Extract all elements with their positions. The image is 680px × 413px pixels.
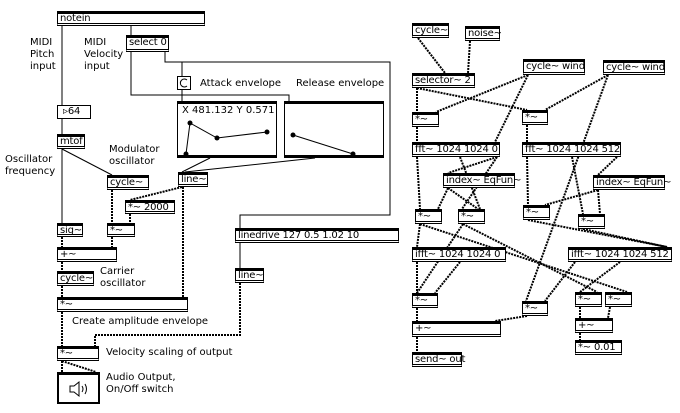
multiply-object[interactable]: *~ (523, 205, 550, 220)
bang-button[interactable] (177, 76, 191, 90)
velocity-line-object[interactable]: line~ (235, 268, 264, 283)
audio-output-switch[interactable] (57, 372, 100, 404)
selector-object[interactable]: selector~ 2 (412, 73, 475, 88)
ifft-object[interactable]: ifft~ 1024 1024 512 (568, 247, 672, 262)
multiply-object[interactable]: *~ (578, 214, 605, 229)
modulator-multiply-object[interactable]: *~ (107, 223, 135, 237)
multiply-object[interactable]: *~ (412, 112, 439, 127)
scale-multiply-object[interactable]: *~ 0.01 (575, 340, 622, 355)
linedrive-object[interactable]: linedrive 127 0.5 1.02 10 (235, 228, 399, 243)
release-envelope-curve (290, 132, 356, 155)
number-value: 64 (67, 106, 81, 117)
mtof-object[interactable]: mtof (57, 134, 85, 149)
index-eqfun-object[interactable]: index~ EqFun~ (443, 173, 521, 188)
ifft-object[interactable]: ifft~ 1024 1024 0 (412, 247, 506, 262)
amplitude-multiply-object[interactable]: *~ (57, 297, 188, 312)
number-triangle-icon: ▹ (63, 106, 68, 117)
multiply-object[interactable]: *~ (605, 292, 632, 307)
multiply-object[interactable]: *~ (522, 110, 548, 125)
fft-object[interactable]: fft~ 1024 1024 0 (412, 142, 500, 157)
add-object[interactable]: +~ (412, 321, 501, 337)
add-object[interactable]: +~ (575, 318, 613, 333)
amplitude-envelope-comment: Create amplitude envelope (72, 316, 209, 327)
velocity-multiply-object[interactable]: *~ (57, 346, 99, 361)
attack-envelope-function[interactable]: X 481.132 Y 0.571 (177, 101, 277, 158)
noise-object[interactable]: noise~ (465, 26, 502, 41)
select-object[interactable]: select 0 (126, 35, 169, 52)
envelope-line-object[interactable]: line~ (178, 172, 208, 187)
multiply-object[interactable]: *~ (575, 292, 602, 307)
fft-object[interactable]: fft~ 1024 1024 512 (522, 142, 621, 157)
release-envelope-function[interactable] (284, 101, 384, 158)
carrier-cycle-object[interactable]: cycle~ (57, 271, 94, 286)
bang-icon (179, 78, 188, 88)
speaker-icon (69, 380, 87, 397)
multiply-object[interactable]: *~ (415, 209, 442, 224)
signal-cords (61, 37, 668, 373)
pitch-number-box[interactable]: ▹64 (57, 105, 91, 119)
cycle-wind-object[interactable]: cycle~ wind (523, 59, 585, 75)
add-object[interactable]: +~ (57, 247, 117, 262)
function-readout: X 481.132 Y 0.571 (182, 105, 275, 116)
notein-object[interactable]: notein (57, 11, 205, 26)
attack-envelope-comment: Attack envelope (200, 78, 282, 89)
cycle-wind-object[interactable]: cycle~ wind (603, 60, 665, 75)
modulator-cycle-object[interactable]: cycle~ (107, 175, 149, 190)
multiply-object[interactable]: *~ (412, 293, 438, 308)
cycle-object[interactable]: cycle~ (412, 23, 449, 38)
index-eqfun-object[interactable]: index~ EqFun~ (593, 175, 671, 190)
velocity-scaling-comment: Velocity scaling of output (106, 347, 233, 358)
control-cords (61, 25, 391, 268)
sig-object[interactable]: sig~ (57, 223, 83, 237)
multiply-object[interactable]: *~ (522, 301, 548, 316)
audio-output-comment: Audio Output,On/Off switch (106, 372, 176, 395)
send-out-object[interactable]: send~ out (412, 352, 465, 367)
release-envelope-comment: Release envelope (296, 78, 385, 89)
multiply-2000-object[interactable]: *~ 2000 (125, 200, 175, 214)
multiply-object[interactable]: *~ (458, 209, 485, 224)
attack-envelope-curve (183, 120, 270, 155)
